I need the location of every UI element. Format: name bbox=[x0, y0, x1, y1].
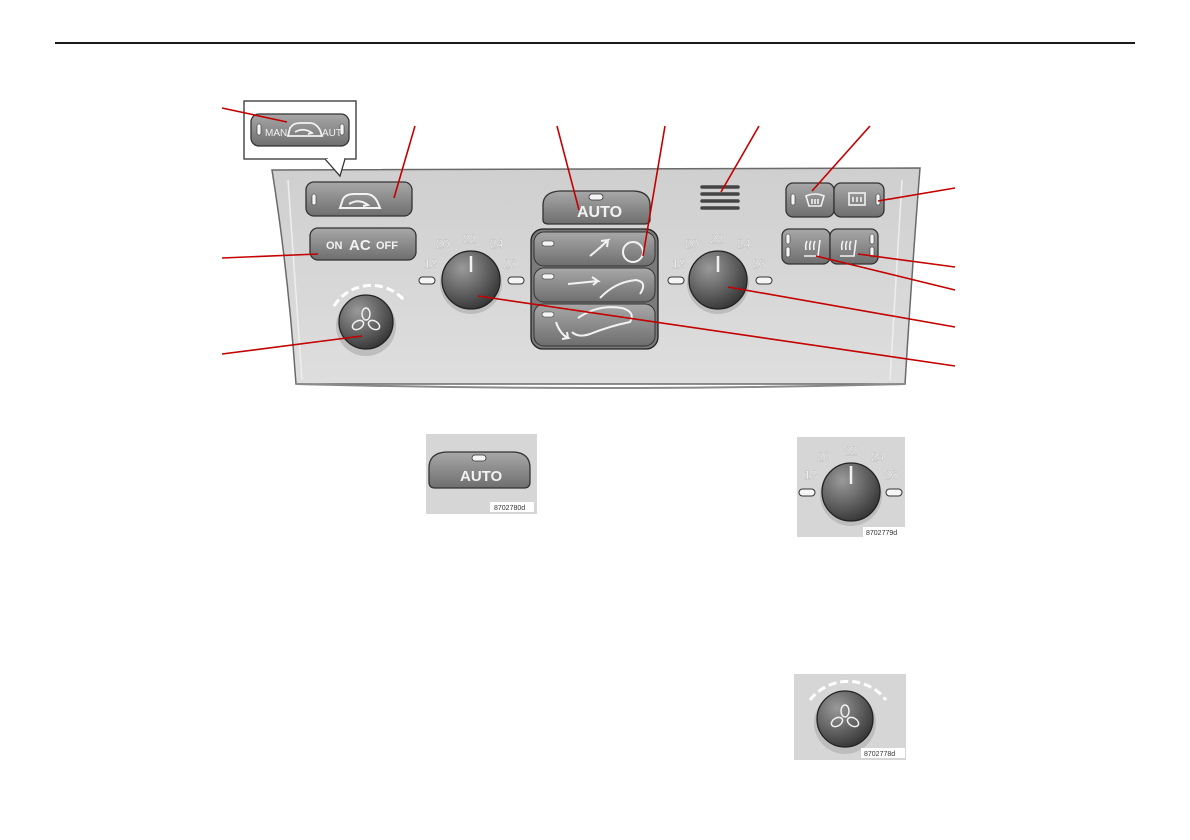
air-distribution-defrost-button[interactable] bbox=[533, 231, 656, 267]
callout-line bbox=[815, 255, 956, 291]
right-temp-warm-lamp bbox=[755, 276, 773, 285]
left-temp-18: 18 bbox=[424, 257, 438, 271]
callout-line bbox=[642, 125, 666, 257]
rear-window-heater-button[interactable] bbox=[833, 182, 885, 218]
callout-line bbox=[393, 125, 416, 199]
air-distribution-block bbox=[530, 228, 659, 350]
seat-heater-right-button[interactable] bbox=[829, 228, 879, 265]
right-temperature-knob[interactable] bbox=[687, 250, 749, 314]
callout-line bbox=[877, 187, 956, 202]
auto-label: AUTO bbox=[577, 204, 622, 221]
ac-button[interactable]: ON AC OFF bbox=[309, 227, 417, 261]
auto-indicator-lamp bbox=[471, 454, 487, 462]
thumb-temp-22: 22 bbox=[844, 444, 858, 458]
auto-indicator-lamp bbox=[588, 193, 604, 201]
left-temp-cold-lamp bbox=[418, 276, 436, 285]
right-temp-scale: 18 20 22 24 26 bbox=[672, 232, 766, 271]
thumb-temp-code: 8702779d bbox=[866, 530, 897, 537]
page-top-rule bbox=[55, 42, 1135, 44]
thumb-temp-scale: 18 20 22 24 26 bbox=[804, 444, 898, 482]
callout-line bbox=[556, 125, 580, 211]
callout-lines bbox=[221, 107, 956, 367]
thumbnail-fan: 8702778d bbox=[794, 674, 906, 760]
panel-highlight-right bbox=[889, 179, 903, 381]
thumb-fan-code: 8702778d bbox=[864, 751, 895, 758]
aut-indicator-lamp bbox=[339, 123, 345, 136]
callout-line bbox=[727, 286, 956, 328]
callout-line bbox=[221, 107, 288, 123]
recirc-mode-button[interactable]: MAN AUT bbox=[250, 113, 350, 147]
fan-speed-knob[interactable] bbox=[336, 294, 396, 356]
temperature-sensor-grille-icon bbox=[700, 185, 740, 210]
left-temp-26: 26 bbox=[503, 257, 517, 271]
callout-line bbox=[221, 335, 363, 355]
windscreen-defroster-icon bbox=[805, 193, 825, 207]
left-temp-scale: 18 20 22 24 26 bbox=[424, 232, 517, 271]
callout-line bbox=[221, 253, 319, 259]
left-temp-22: 22 bbox=[463, 232, 477, 246]
callout-line bbox=[720, 125, 760, 193]
left-temp-20: 20 bbox=[436, 237, 450, 251]
aut-label: AUT bbox=[322, 128, 342, 139]
panel-highlight-left bbox=[287, 179, 303, 381]
fan-speed-scale bbox=[332, 283, 406, 307]
right-temp-26: 26 bbox=[752, 257, 766, 271]
ac-on-label: ON bbox=[326, 240, 343, 252]
thumb-auto-code: 8702780d bbox=[494, 505, 525, 512]
seat-heater-left-button[interactable] bbox=[781, 228, 831, 265]
fan-icon bbox=[351, 307, 381, 331]
callout-line bbox=[477, 295, 956, 367]
left-temp-24: 24 bbox=[490, 237, 504, 251]
thumbnail-temperature: 18 20 22 24 26 8702779d bbox=[797, 437, 905, 537]
air-floor-arrow-icon bbox=[555, 321, 572, 340]
callout-line bbox=[857, 253, 956, 268]
ac-off-label: OFF bbox=[376, 240, 398, 252]
right-temp-cold-lamp bbox=[667, 276, 685, 285]
right-temp-24: 24 bbox=[737, 237, 751, 251]
thumb-auto-label: AUTO bbox=[460, 468, 503, 485]
right-temp-20: 20 bbox=[685, 237, 699, 251]
thumb-temp-24: 24 bbox=[871, 450, 885, 464]
rear-window-heater-icon bbox=[848, 192, 866, 206]
left-temp-warm-lamp bbox=[507, 276, 525, 285]
left-temperature-knob[interactable] bbox=[440, 250, 502, 314]
right-temp-18: 18 bbox=[672, 257, 686, 271]
air-defrost-arrow-icon bbox=[589, 238, 611, 257]
callout-line bbox=[811, 125, 871, 192]
thumb-temp-20: 20 bbox=[817, 450, 831, 464]
car-recirculation-icon bbox=[338, 193, 382, 209]
seat-heater-icon bbox=[840, 239, 857, 257]
man-indicator-lamp bbox=[256, 123, 262, 136]
recirc-popup-pointer bbox=[324, 158, 346, 178]
man-label: MAN bbox=[265, 128, 287, 139]
air-distribution-face-button[interactable] bbox=[533, 267, 656, 303]
air-face-arrow-icon bbox=[567, 276, 601, 286]
car-recirculation-icon bbox=[286, 122, 324, 137]
air-distribution-floor-button[interactable] bbox=[533, 303, 656, 347]
windscreen-defroster-button[interactable] bbox=[785, 182, 835, 218]
fan-icon bbox=[830, 704, 860, 728]
panel-bottom-edge bbox=[295, 383, 906, 389]
thumbnail-auto: AUTO 8702780d bbox=[426, 434, 537, 514]
right-temp-22: 22 bbox=[710, 232, 724, 246]
recirc-popup-pointer-mask bbox=[328, 157, 344, 160]
recirculation-button[interactable] bbox=[305, 181, 413, 217]
thumb-temp-26: 26 bbox=[884, 468, 898, 482]
auto-button[interactable]: AUTO bbox=[542, 190, 651, 225]
ac-label: AC bbox=[349, 237, 371, 254]
thumb-temp-18: 18 bbox=[804, 468, 818, 482]
recirc-indicator-lamp bbox=[311, 193, 317, 206]
